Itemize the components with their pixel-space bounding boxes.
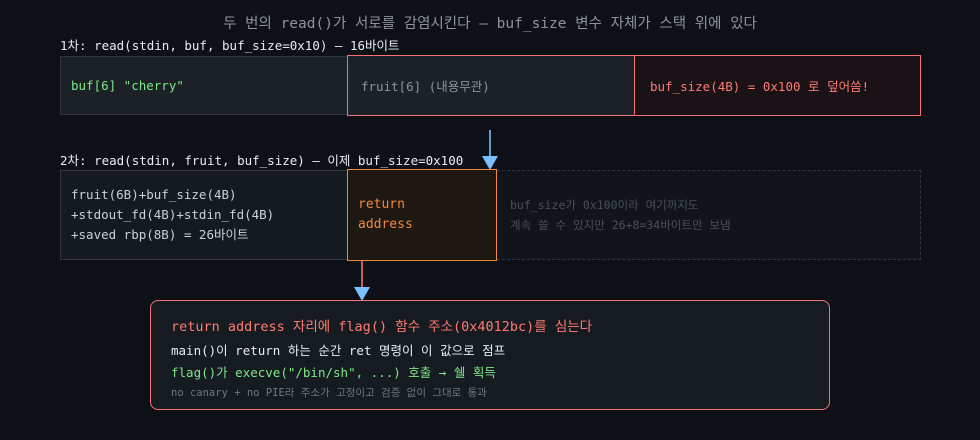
cell-buf-size: buf_size(4B) = 0x100 로 덮어씀! xyxy=(634,55,921,116)
result-line-1: return address 자리에 flag() 함수 주소(0x4012bc… xyxy=(171,319,593,335)
result-line-4: no canary + no PIE라 주소가 고정이고 검증 없이 그대로 통… xyxy=(171,387,487,399)
arrow-return-head xyxy=(354,287,370,301)
cell-buf: buf[6] "cherry" xyxy=(60,56,347,115)
cell-fruit: fruit[6] (내용무관) xyxy=(347,55,634,116)
cell-return-address: return address xyxy=(347,169,497,261)
cell-overwritten-region: fruit(6B)+buf_size(4B) +stdout_fd(4B)+st… xyxy=(60,170,347,260)
cell-beyond-region: buf_size가 0x100이라 여기까지도 계속 쓸 수 있지만 26+8=… xyxy=(497,170,921,260)
beyond-line-1: buf_size가 0x100이라 여기까지도 xyxy=(510,198,699,212)
diagram-title: 두 번의 read()가 서로를 감염시킨다 — buf_size 변수 자체가… xyxy=(223,16,757,32)
result-box: return address 자리에 flag() 함수 주소(0x4012bc… xyxy=(150,300,830,410)
result-line-3: flag()가 execve("/bin/sh", ...) 호출 → 쉘 획득 xyxy=(171,365,496,380)
arrow-buf-size-head xyxy=(482,156,498,170)
overwrite-line-2: +stdout_fd(4B)+stdin_fd(4B) xyxy=(71,207,275,222)
cell-fruit-text: fruit[6] (내용무관) xyxy=(361,79,490,94)
cell-buf-text: buf[6] "cherry" xyxy=(71,78,184,93)
return-line-2: address xyxy=(358,217,413,232)
overwrite-line-1: fruit(6B)+buf_size(4B) xyxy=(71,187,237,202)
step1-label: 1차: read(stdin, buf, buf_size=0x10) — 16… xyxy=(60,38,400,53)
step2-label: 2차: read(stdin, fruit, buf_size) — 이제 bu… xyxy=(60,153,464,168)
overwrite-line-3: +saved rbp(8B) = 26바이트 xyxy=(71,227,249,242)
beyond-line-2: 계속 쓸 수 있지만 26+8=34바이트만 보냄 xyxy=(510,218,731,232)
cell-buf-size-text: buf_size(4B) = 0x100 로 덮어씀! xyxy=(650,79,870,94)
result-line-2: main()이 return 하는 순간 ret 명령이 이 값으로 점프 xyxy=(171,343,506,358)
return-line-1: return xyxy=(358,197,405,212)
